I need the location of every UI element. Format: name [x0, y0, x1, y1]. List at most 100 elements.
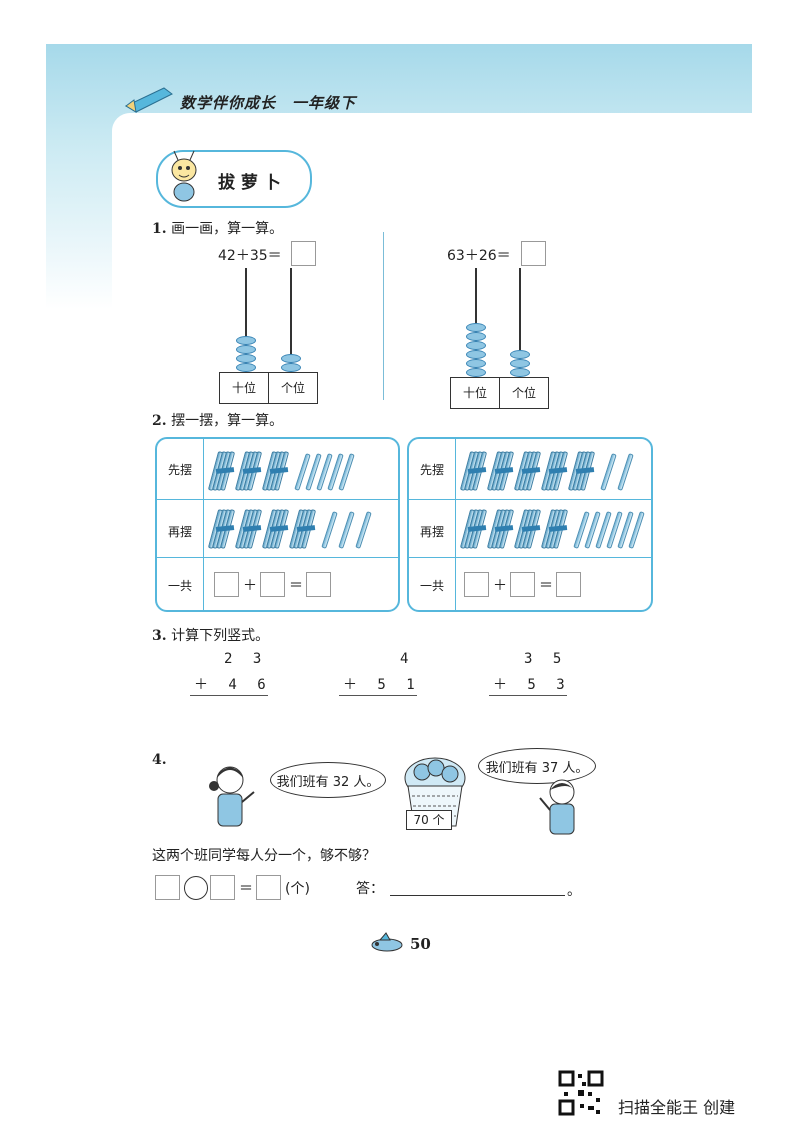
row-label-total: 一共	[419, 579, 444, 593]
q2-left-second-sticks	[207, 505, 395, 553]
bead	[281, 363, 301, 372]
airplane-icon	[371, 932, 403, 952]
q3-heading: 3. 计算下列竖式。	[152, 625, 269, 645]
panel-divider	[157, 557, 398, 558]
stick-bundle	[540, 509, 569, 551]
q2-right-addend2-box[interactable]	[510, 572, 535, 597]
q4-number: 4.	[152, 752, 167, 768]
watermark-text: 扫描全能王 创建	[618, 1098, 736, 1117]
q2-left-addend1-box[interactable]	[214, 572, 239, 597]
q2-right-addend1-box[interactable]	[464, 572, 489, 597]
q3-problem2-bottom: ＋ 5 1	[343, 677, 421, 693]
bead	[510, 359, 530, 368]
q2-number: 2.	[152, 413, 167, 429]
header-title: 数学伴你成长 一年级下	[180, 94, 357, 112]
q4-question: 这两个班同学每人分一个，够不够？	[152, 848, 376, 864]
plus-sign: ＋	[493, 578, 507, 594]
q1-right-tens-label: 十位	[450, 377, 500, 409]
q2-right-first-sticks	[459, 447, 647, 495]
basket-label: 70 个	[406, 810, 452, 830]
stick-bundle	[486, 509, 515, 551]
q2-heading: 2. 摆一摆，算一算。	[152, 410, 283, 430]
q1-number: 1.	[152, 221, 167, 237]
q3-problem1-bottom: ＋ 4 6	[194, 677, 272, 693]
boy-speech-bubble: 我们班有 37 人。	[478, 748, 596, 784]
pencil-logo-icon	[124, 87, 173, 113]
single-stick	[321, 511, 338, 549]
panel-divider	[455, 439, 456, 610]
q1-left-ones-rod	[290, 268, 292, 372]
q2-right-sum-box[interactable]	[556, 572, 581, 597]
q2-left-panel: 先摆 再摆 一共 ＋ ＝	[155, 437, 400, 612]
q3-problem1-line	[190, 695, 268, 696]
bead	[466, 350, 486, 359]
qr-code-icon	[558, 1070, 604, 1116]
panel-divider	[203, 439, 204, 610]
stick-bundle	[207, 509, 236, 551]
bead	[281, 354, 301, 363]
q1-right-expr: 63＋26＝	[447, 248, 511, 264]
stick-bundle	[459, 509, 488, 551]
q2-left-addend2-box[interactable]	[260, 572, 285, 597]
equals-sign: ＝	[239, 881, 253, 897]
bead	[236, 354, 256, 363]
stick-bundle	[486, 451, 515, 493]
q2-left-sum-box[interactable]	[306, 572, 331, 597]
q4-answer-end: 。	[567, 883, 581, 899]
q3-problem3-line	[489, 695, 567, 696]
q3-problem2-top: 4	[400, 651, 415, 667]
bead	[236, 363, 256, 372]
q1-right-ones-rod	[519, 268, 521, 378]
panel-divider	[409, 499, 651, 500]
q1-prompt: 画一画，算一算。	[171, 221, 284, 237]
q1-left-answer-box[interactable]	[291, 241, 316, 266]
bead	[466, 323, 486, 332]
stick-bundle	[288, 509, 317, 551]
row-label-second: 再摆	[167, 525, 192, 539]
q1-left-tens-rod	[245, 268, 247, 372]
page-sheet	[112, 113, 752, 1113]
stick-bundle	[513, 451, 542, 493]
stick-bundle	[567, 451, 596, 493]
stick-bundle	[459, 451, 488, 493]
bead	[466, 332, 486, 341]
q4-operator-circle[interactable]	[184, 876, 208, 900]
single-stick	[355, 511, 372, 549]
q1-left-tens-label: 十位	[219, 372, 269, 404]
stick-bundle	[513, 509, 542, 551]
q4-unit: (个)	[285, 881, 310, 897]
q4-number1-box[interactable]	[155, 875, 180, 900]
divider	[383, 232, 384, 400]
q4-result-box[interactable]	[256, 875, 281, 900]
q3-prompt: 计算下列竖式。	[171, 628, 270, 644]
q2-prompt: 摆一摆，算一算。	[171, 413, 284, 429]
single-stick	[617, 453, 634, 491]
stick-bundle	[261, 451, 290, 493]
q1-left-ones-label: 个位	[268, 372, 318, 404]
q3-problem1-top: 2 3	[224, 651, 268, 667]
q3-problem2-line	[339, 695, 417, 696]
section-title: 拔 萝 卜	[218, 173, 281, 193]
q1-right-ones-label: 个位	[499, 377, 549, 409]
stick-bundle	[234, 451, 263, 493]
q1-right-answer-box[interactable]	[521, 241, 546, 266]
bead	[466, 359, 486, 368]
q4-answer-line[interactable]	[390, 895, 565, 896]
single-stick	[338, 511, 355, 549]
q4-answer-label: 答：	[356, 881, 384, 897]
q4-number2-box[interactable]	[210, 875, 235, 900]
boy-student-icon	[539, 779, 575, 835]
stick-bundle	[261, 509, 290, 551]
bead	[510, 368, 530, 377]
q3-problem3-bottom: ＋ 5 3	[493, 677, 571, 693]
q2-right-second-sticks	[459, 505, 647, 553]
page-number: 50	[410, 935, 431, 953]
row-label-total: 一共	[167, 579, 192, 593]
equals-sign: ＝	[289, 578, 303, 594]
stick-bundle	[540, 451, 569, 493]
q1-left-expr: 42＋35＝	[218, 248, 282, 264]
q3-problem3-top: 3 5	[524, 651, 568, 667]
panel-divider	[409, 557, 651, 558]
row-label-first: 先摆	[167, 463, 192, 477]
bead	[510, 350, 530, 359]
